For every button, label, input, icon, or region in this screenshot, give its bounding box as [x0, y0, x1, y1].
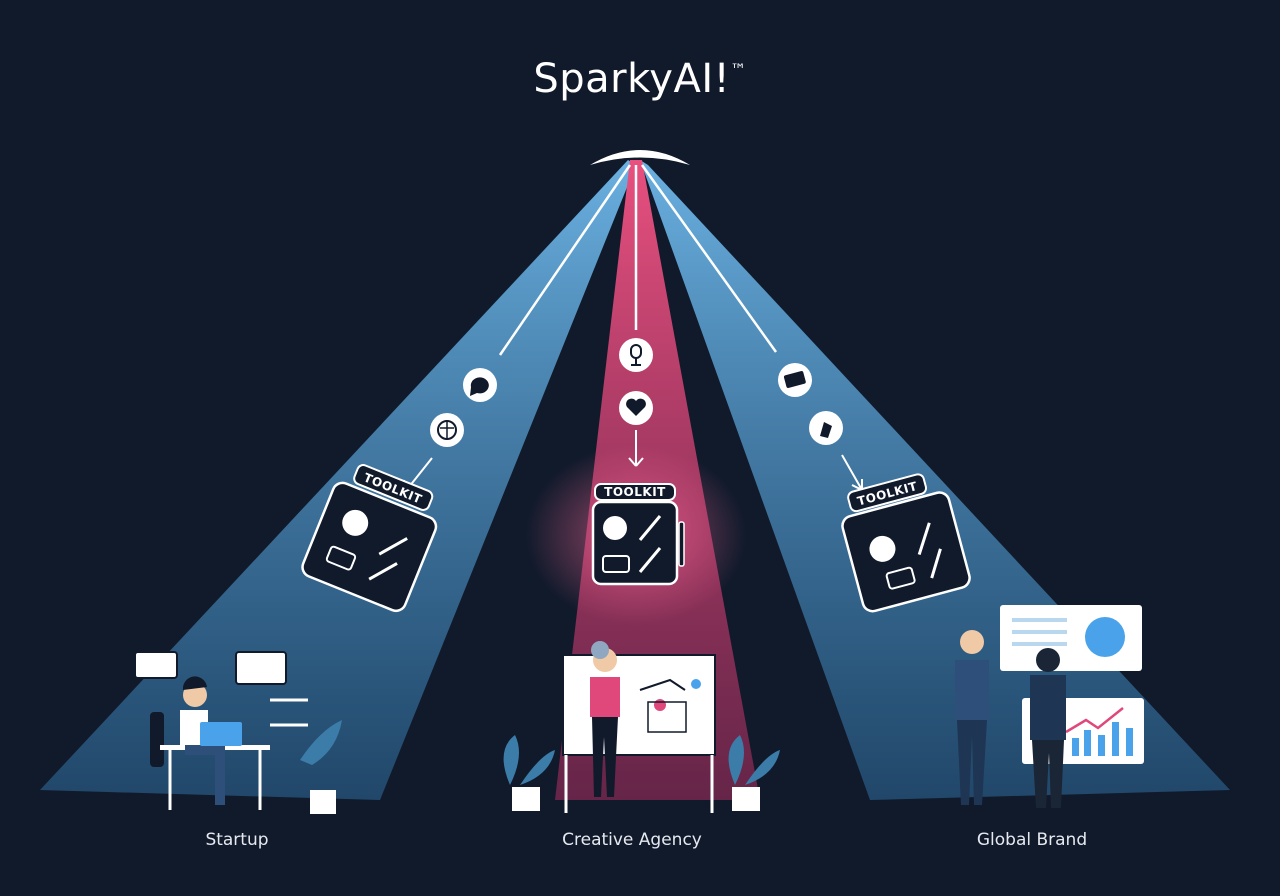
brand-title: SparkyAI!™ [533, 56, 747, 102]
toolkit-global-brand: TOOLKIT [841, 473, 971, 613]
brain-icon [430, 413, 464, 447]
pen-nib-icon [809, 411, 843, 445]
svg-text:TOOLKIT: TOOLKIT [604, 485, 666, 499]
heart-icon [619, 391, 653, 425]
startup-scene [134, 651, 342, 814]
toolkit-creative-agency: TOOLKIT [591, 483, 685, 586]
global-brand-scene [955, 605, 1144, 808]
creative-agency-scene [503, 641, 780, 813]
microphone-icon [619, 338, 653, 372]
spark-source-arc [590, 150, 690, 165]
startup-beam [40, 160, 636, 800]
speech-bubble-icon [463, 368, 497, 402]
label-global-brand: Global Brand [976, 830, 1088, 850]
toolkit-startup: TOOLKIT [301, 464, 438, 613]
label-creative-agency: Creative Agency [562, 830, 702, 850]
credit-card-icon [778, 363, 812, 397]
label-startup: Startup [205, 830, 269, 850]
